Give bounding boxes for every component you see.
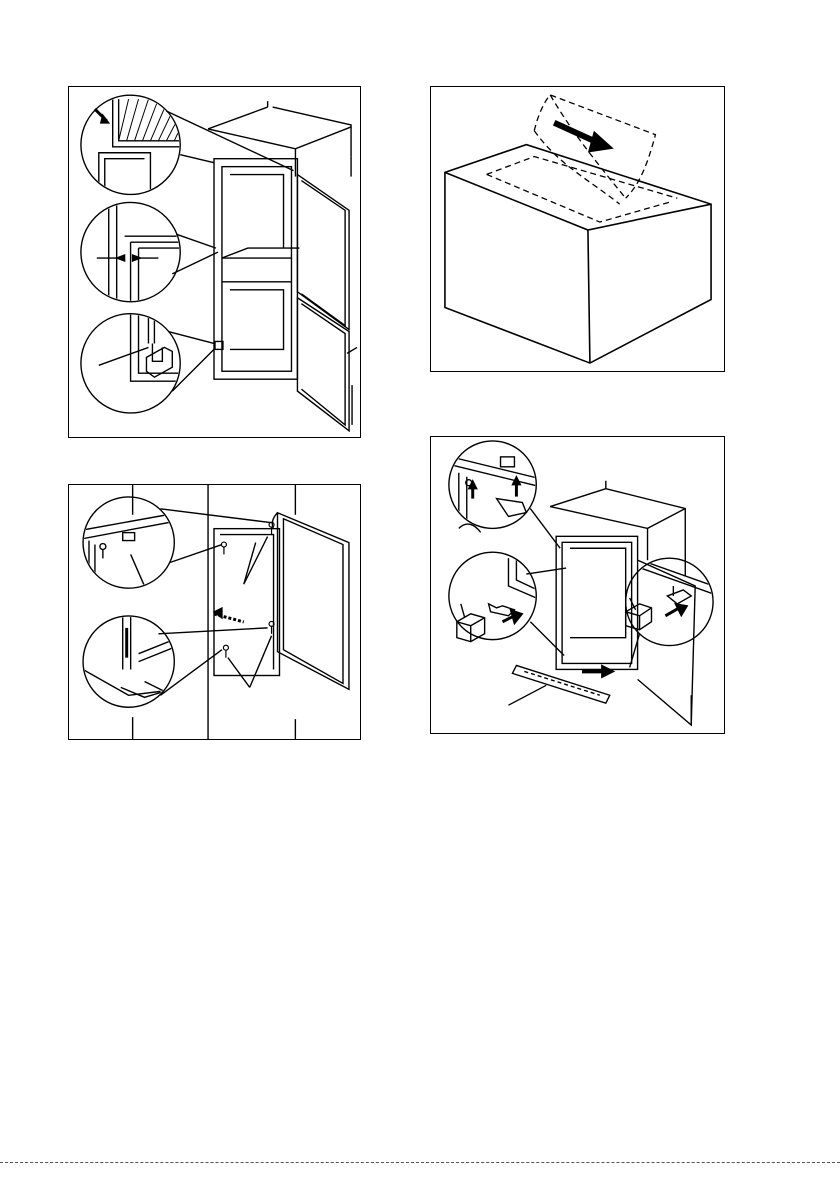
film-removal-diagram-icon — [431, 87, 724, 371]
door-alignment-figure — [68, 86, 361, 438]
page-bottom-divider — [0, 1162, 840, 1163]
door-screws-figure — [68, 484, 361, 740]
protective-film-figure — [430, 86, 725, 372]
cover-fitting-diagram-icon — [431, 437, 724, 733]
door-alignment-diagram-icon — [69, 87, 360, 437]
screw-fixing-diagram-icon — [69, 485, 360, 739]
hinge-cover-figure — [430, 436, 725, 734]
